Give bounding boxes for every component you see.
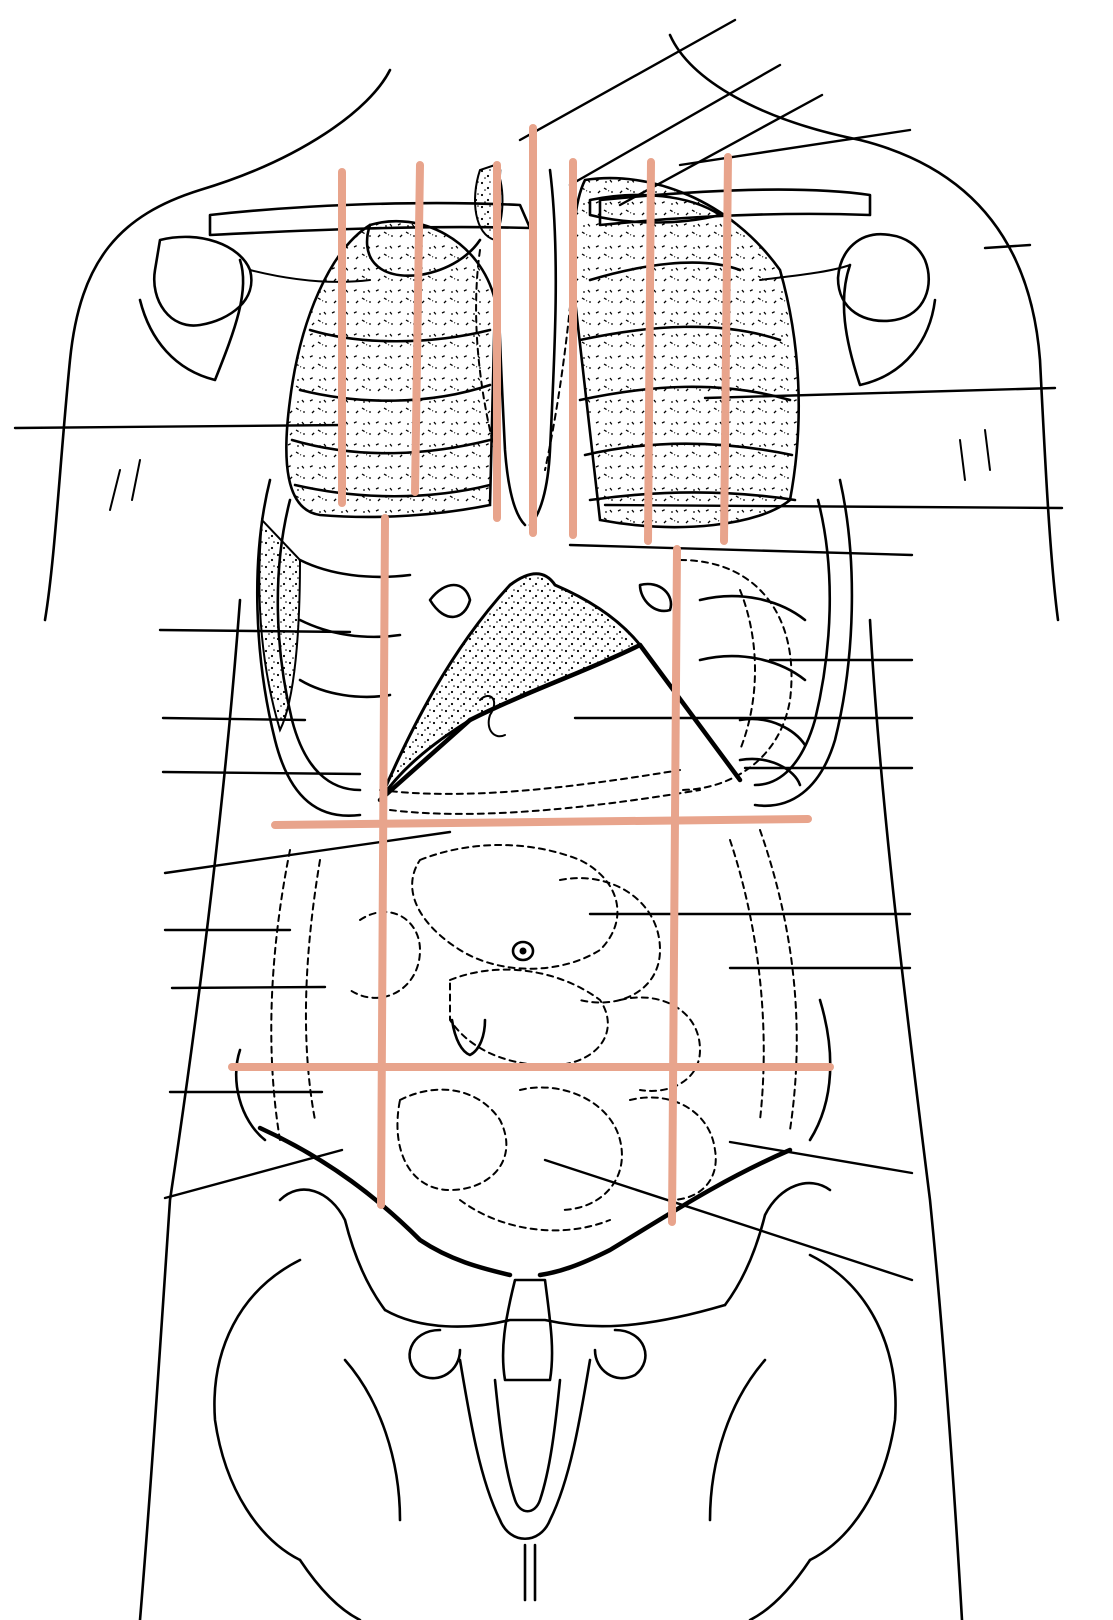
leader-line — [680, 130, 910, 165]
body-outline — [45, 35, 1058, 1620]
leader-line — [570, 65, 780, 185]
right-parasternal-reference-line — [415, 165, 420, 492]
leader-line — [520, 20, 735, 140]
right-vertical-abdominal-reference-line — [381, 518, 385, 1205]
left-lung — [573, 178, 799, 527]
leader-line — [160, 630, 350, 632]
subcostal-reference-line — [275, 819, 808, 825]
leader-line — [172, 987, 325, 988]
abdominal-wall — [236, 1000, 830, 1275]
shoulder-girdle — [140, 190, 935, 385]
left-midclavicular-reference-line — [724, 157, 728, 541]
left-parasternal-reference-line — [648, 162, 651, 541]
right-lung — [286, 221, 495, 517]
leader-line — [165, 832, 450, 873]
leader-line — [730, 1142, 912, 1173]
leader-line — [163, 772, 360, 774]
leader-line — [570, 545, 912, 555]
leader-line — [985, 245, 1030, 248]
left-vertical-abdominal-reference-line — [672, 549, 677, 1222]
pelvis — [214, 1183, 895, 1620]
